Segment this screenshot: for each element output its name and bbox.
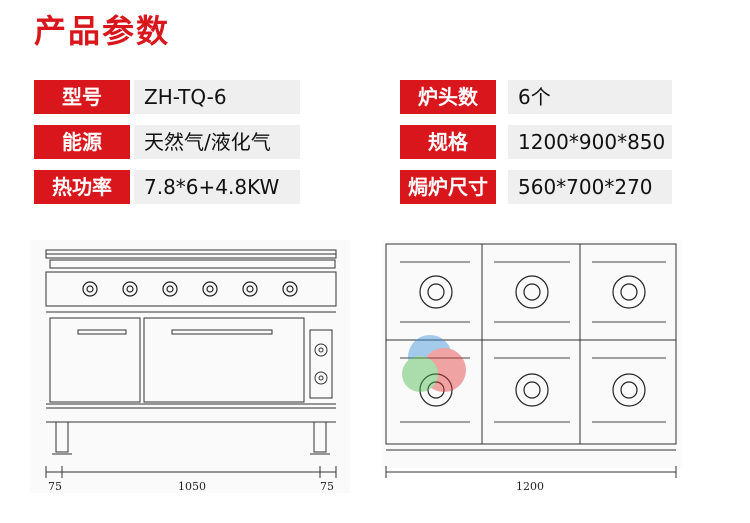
front-dim-left: 75 xyxy=(48,480,62,493)
spec-label-energy: 能源 xyxy=(34,125,130,159)
spec-value-energy: 天然气/液化气 xyxy=(134,125,300,159)
top-view-drawing xyxy=(382,240,682,478)
front-view-drawing xyxy=(30,240,350,493)
technical-drawings: 75 1050 75 xyxy=(30,240,682,493)
spec-value-burners: 6个 xyxy=(508,80,672,114)
spec-label-power: 热功率 xyxy=(34,170,130,204)
watermark-logo xyxy=(402,335,466,392)
spec-value-model: ZH-TQ-6 xyxy=(134,80,300,114)
spec-value-oven-size: 560*700*270 xyxy=(508,170,672,204)
spec-label-oven-size: 焗炉尺寸 xyxy=(400,170,496,204)
spec-label-burners: 炉头数 xyxy=(400,80,496,114)
spec-label-model: 型号 xyxy=(34,80,130,114)
page-title: 产品参数 xyxy=(34,12,171,50)
spec-value-power: 7.8*6+4.8KW xyxy=(134,170,300,204)
top-dim-width: 1200 xyxy=(516,480,544,493)
front-dim-center: 1050 xyxy=(178,480,206,493)
front-dim-right: 75 xyxy=(320,480,334,493)
spec-value-size: 1200*900*850 xyxy=(508,125,672,159)
spec-label-size: 规格 xyxy=(400,125,496,159)
